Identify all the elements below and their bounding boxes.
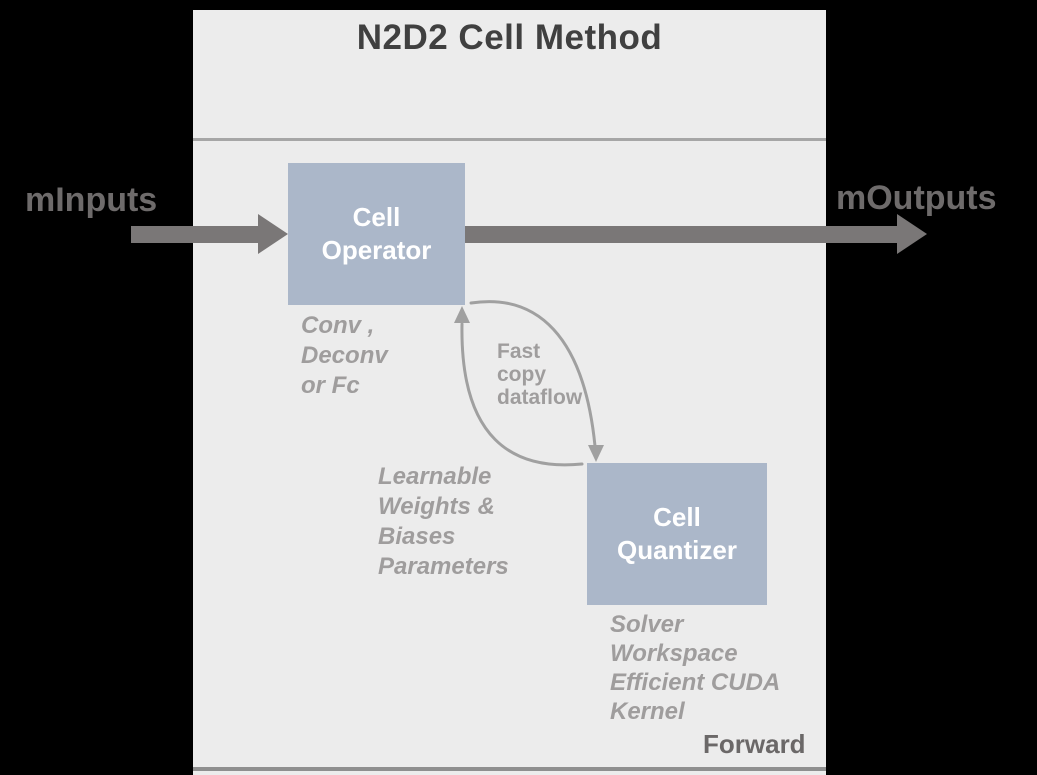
quantizer-impl-note: Solver Workspace Efficient CUDA Kernel xyxy=(610,611,781,725)
output-arrow xyxy=(465,214,927,254)
forward-pass-label: Forward xyxy=(703,729,806,759)
outputs-label: mOutputs xyxy=(836,179,997,217)
loop-arrowhead-down-icon xyxy=(588,445,604,462)
learnable-parameters-note: Learnable Weights & Biases Parameters xyxy=(378,463,509,580)
method-panel xyxy=(193,10,826,775)
loop-arrow-to-operator xyxy=(460,322,584,467)
cell-quantizer-label: Cell Quantizer xyxy=(617,502,737,565)
diagram-title: N2D2 Cell Method xyxy=(356,18,663,57)
cell-quantizer-block: Cell Quantizer xyxy=(587,463,767,605)
cell-operator-label: Cell Operator xyxy=(321,202,432,265)
loop-arrowhead-up-icon xyxy=(454,306,470,323)
panel-bottom-border xyxy=(193,767,826,771)
operator-type-note: Conv , Deconv or Fc xyxy=(301,312,388,399)
loop-arrow-to-quantizer xyxy=(469,300,597,448)
header-divider xyxy=(193,138,826,141)
inputs-label: mInputs xyxy=(25,181,158,219)
input-arrow xyxy=(131,214,288,254)
fast-copy-dataflow-label: Fast copy dataflow xyxy=(497,340,583,409)
cell-operator-block: Cell Operator xyxy=(288,163,465,305)
